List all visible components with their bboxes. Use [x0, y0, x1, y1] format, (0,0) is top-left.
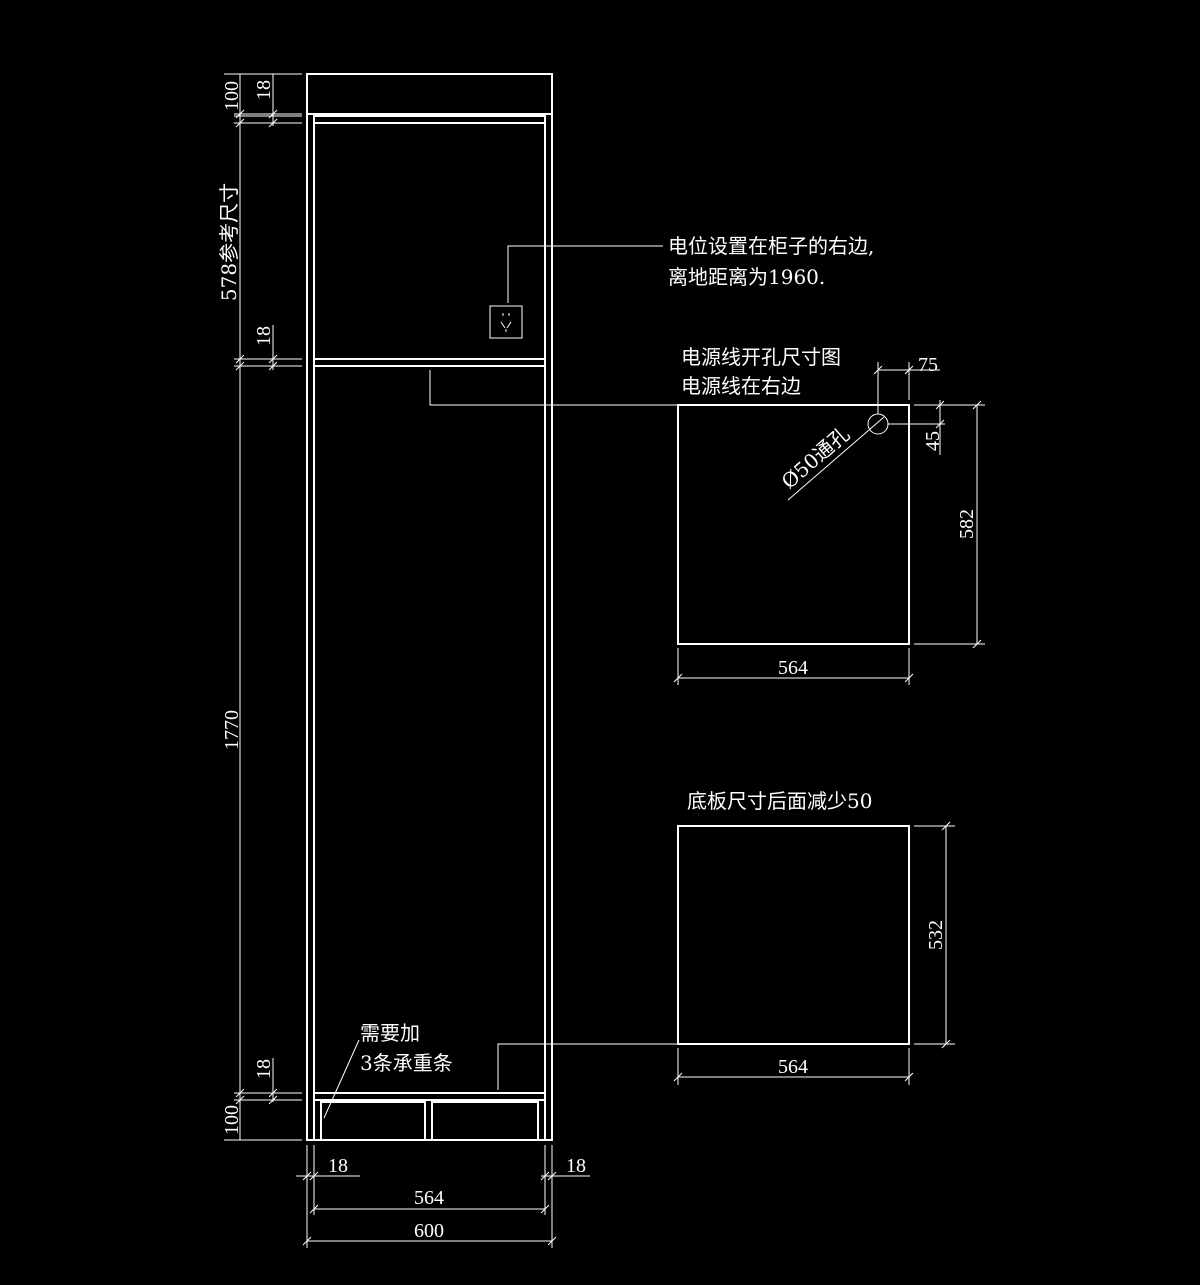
shelf-panel-title-line1: 电源线开孔尺寸图 [681, 345, 841, 369]
hole-leader [787, 416, 885, 501]
dim-shelf-panel-width: 564 [778, 657, 808, 679]
shelf-panel-drawing [673, 362, 985, 685]
dim-base-height: 100 [221, 1105, 243, 1135]
dim-outer-width: 600 [414, 1220, 444, 1242]
shelf-panel [677, 404, 910, 645]
dim-upper-compartment: 578参考尺寸 [217, 183, 241, 301]
support-note-line2: 3条承重条 [360, 1051, 453, 1075]
dim-inner-width: 564 [414, 1187, 444, 1209]
dim-top-height: 100 [221, 81, 243, 111]
dim-bottom-panel-height: 532 [925, 920, 947, 950]
dim-shelf-board: 18 [253, 326, 275, 346]
dim-bottom-board: 18 [253, 1059, 275, 1079]
plinth-right [431, 1101, 539, 1141]
inner-carcass [313, 115, 546, 1141]
dim-bottom-panel-width: 564 [778, 1056, 808, 1078]
dim-hole-offset-y: 45 [922, 431, 944, 451]
bottom-panel-title: 底板尺寸后面减少50 [687, 789, 872, 813]
outlet-leader [507, 245, 663, 303]
bottom-panel [677, 825, 910, 1045]
dim-lower-compartment: 1770 [221, 710, 243, 750]
dim-shelf-panel-height: 582 [956, 509, 978, 539]
cabinet-elevation [306, 73, 678, 1141]
bottom-panel-leader [497, 1043, 678, 1090]
outlet-note-line1: 电位设置在柜子的右边, [668, 234, 874, 258]
power-outlet-icon [489, 305, 523, 339]
dim-left-side: 18 [328, 1155, 348, 1177]
dim-hole-offset-x: 75 [918, 354, 938, 376]
dim-top-board: 18 [253, 80, 275, 100]
outlet-note-line2: 离地距离为1960. [668, 265, 825, 289]
hole-label: Ø50通孔 [777, 422, 855, 494]
support-leader [323, 1039, 360, 1119]
dim-right-side: 18 [566, 1155, 586, 1177]
bottom-panel-drawing [673, 821, 955, 1085]
plinth-left [320, 1101, 426, 1141]
shelf-panel-title-line2: 电源线在右边 [681, 374, 801, 398]
shelf-hole-leader [429, 370, 678, 406]
cabinet-outline [306, 73, 553, 1141]
horizontal-dimensions [296, 1145, 590, 1248]
support-note-line1: 需要加 [360, 1021, 420, 1045]
cable-hole [867, 413, 889, 435]
vertical-dimensions [224, 73, 302, 1141]
